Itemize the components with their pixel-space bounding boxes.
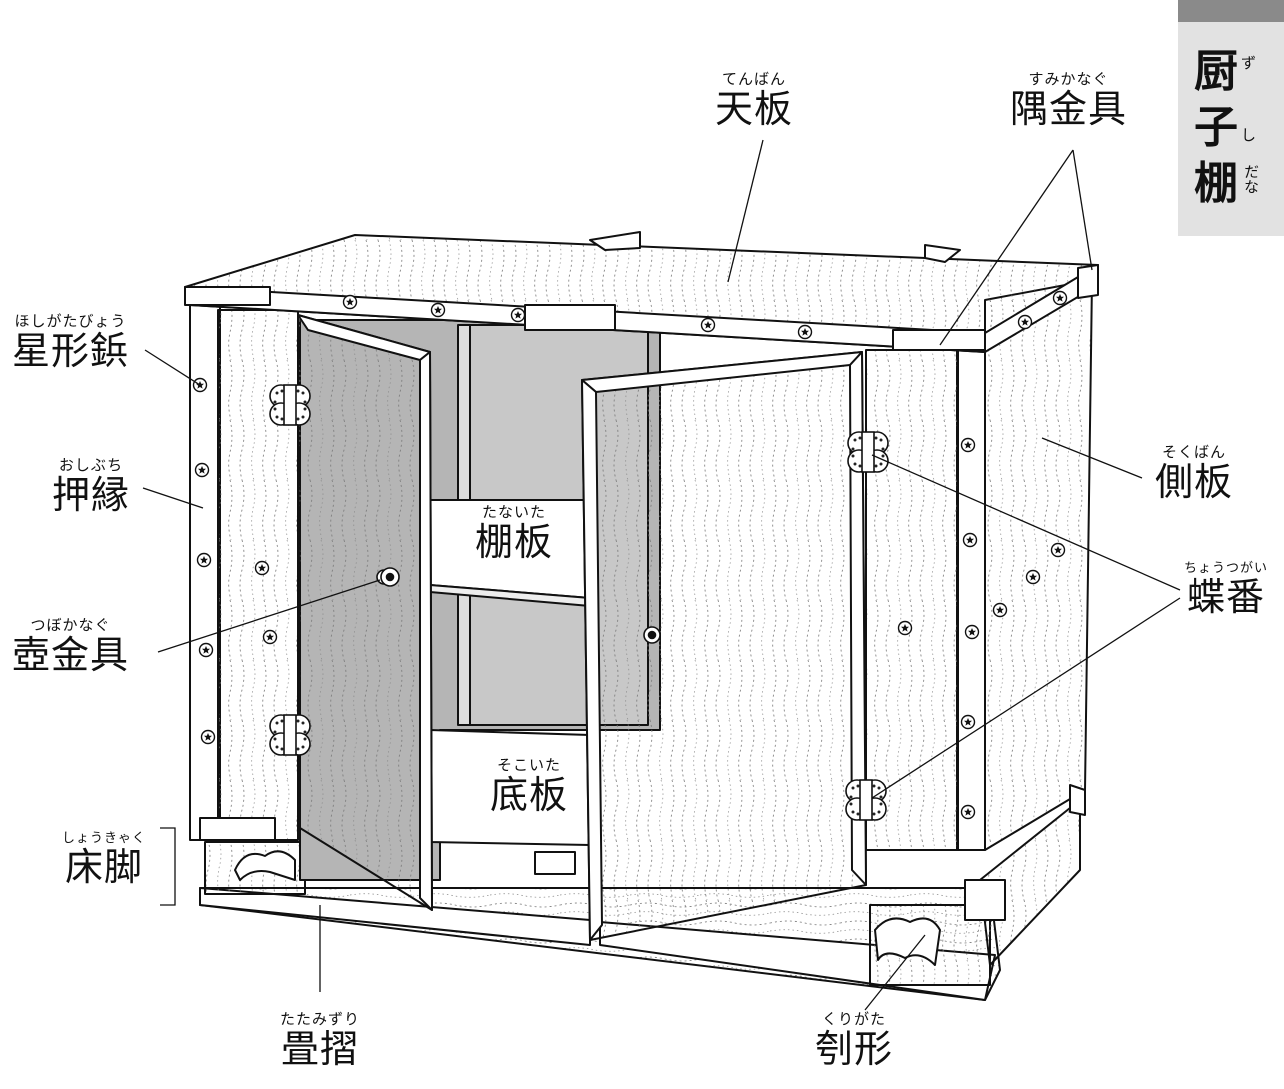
title-char-2: 子 し [1194,106,1256,150]
label-tanaita-text: 棚板 [475,520,554,564]
label-tatamizuri-text: 畳摺 [281,1027,360,1071]
label-sokuban-ruby: そくばん [1162,443,1227,461]
title-char-1: 厨 ず [1194,50,1256,94]
label-shokyaku-text: 床脚 [65,845,144,889]
label-tenban-ruby: てんばん [722,70,787,88]
label-sumikanagu: すみかなぐ 隅金具 [1010,70,1128,131]
label-sokoita-text: 底板 [490,773,569,817]
label-tsubokanagu-ruby: つぼかなぐ [30,616,111,634]
label-tsubokanagu-text: 壺金具 [12,633,130,677]
title-tab-bar [1178,0,1284,22]
label-shokyaku-ruby: しょうきゃく [62,831,147,846]
label-sumikanagu-text: 隅金具 [1010,87,1128,131]
title-char-3: 棚 だな [1194,162,1262,206]
label-sokoita-ruby: そこいた [497,756,562,774]
label-tatamizuri: たたみずり 畳摺 [280,1010,361,1071]
title-kanji-3: 棚 [1194,158,1238,209]
label-sumikanagu-ruby: すみかなぐ [1028,70,1109,88]
label-chotsugai-text: 蝶番 [1187,575,1266,619]
label-tenban: てんばん 天板 [715,70,794,131]
label-kurigata-text: 刳形 [815,1027,894,1071]
title-kanji-1: 厨 [1194,46,1238,97]
label-chotsugai-ruby: ちょうつがい [1184,561,1269,576]
label-sokoita: そこいた 底板 [490,756,569,817]
label-kurigata-ruby: くりがた [822,1010,887,1028]
label-sokuban: そくばん 側板 [1155,443,1234,504]
label-oshibuchi: おしぶち 押縁 [52,456,131,517]
label-hoshigatabyo: ほしがたびょう 星形鋲 [12,312,130,373]
label-shokyaku: しょうきゃく 床脚 [62,832,146,886]
label-oshibuchi-ruby: おしぶち [58,456,124,474]
label-sokuban-text: 側板 [1155,460,1234,504]
title-tab: 厨 ず 子 し 棚 だな [1178,0,1284,236]
title-kana-2: し [1241,126,1257,144]
title-kanji-2: 子 [1194,102,1238,153]
label-hoshigatabyo-text: 星形鋲 [12,329,130,373]
label-chotsugai: ちょうつがい 蝶番 [1184,562,1268,616]
label-kurigata: くりがた 刳形 [815,1010,894,1071]
label-oshibuchi-text: 押縁 [52,473,131,517]
label-tatamizuri-ruby: たたみずり [280,1010,361,1028]
label-tanaita-ruby: たないた [482,503,547,521]
title-kana-3: だな [1242,164,1260,194]
label-tenban-text: 天板 [715,87,794,131]
title-kana-1: ず [1241,54,1257,72]
label-tanaita: たないた 棚板 [475,503,554,564]
label-hoshigatabyo-ruby: ほしがたびょう [14,312,127,330]
label-tsubokanagu: つぼかなぐ 壺金具 [12,616,130,677]
